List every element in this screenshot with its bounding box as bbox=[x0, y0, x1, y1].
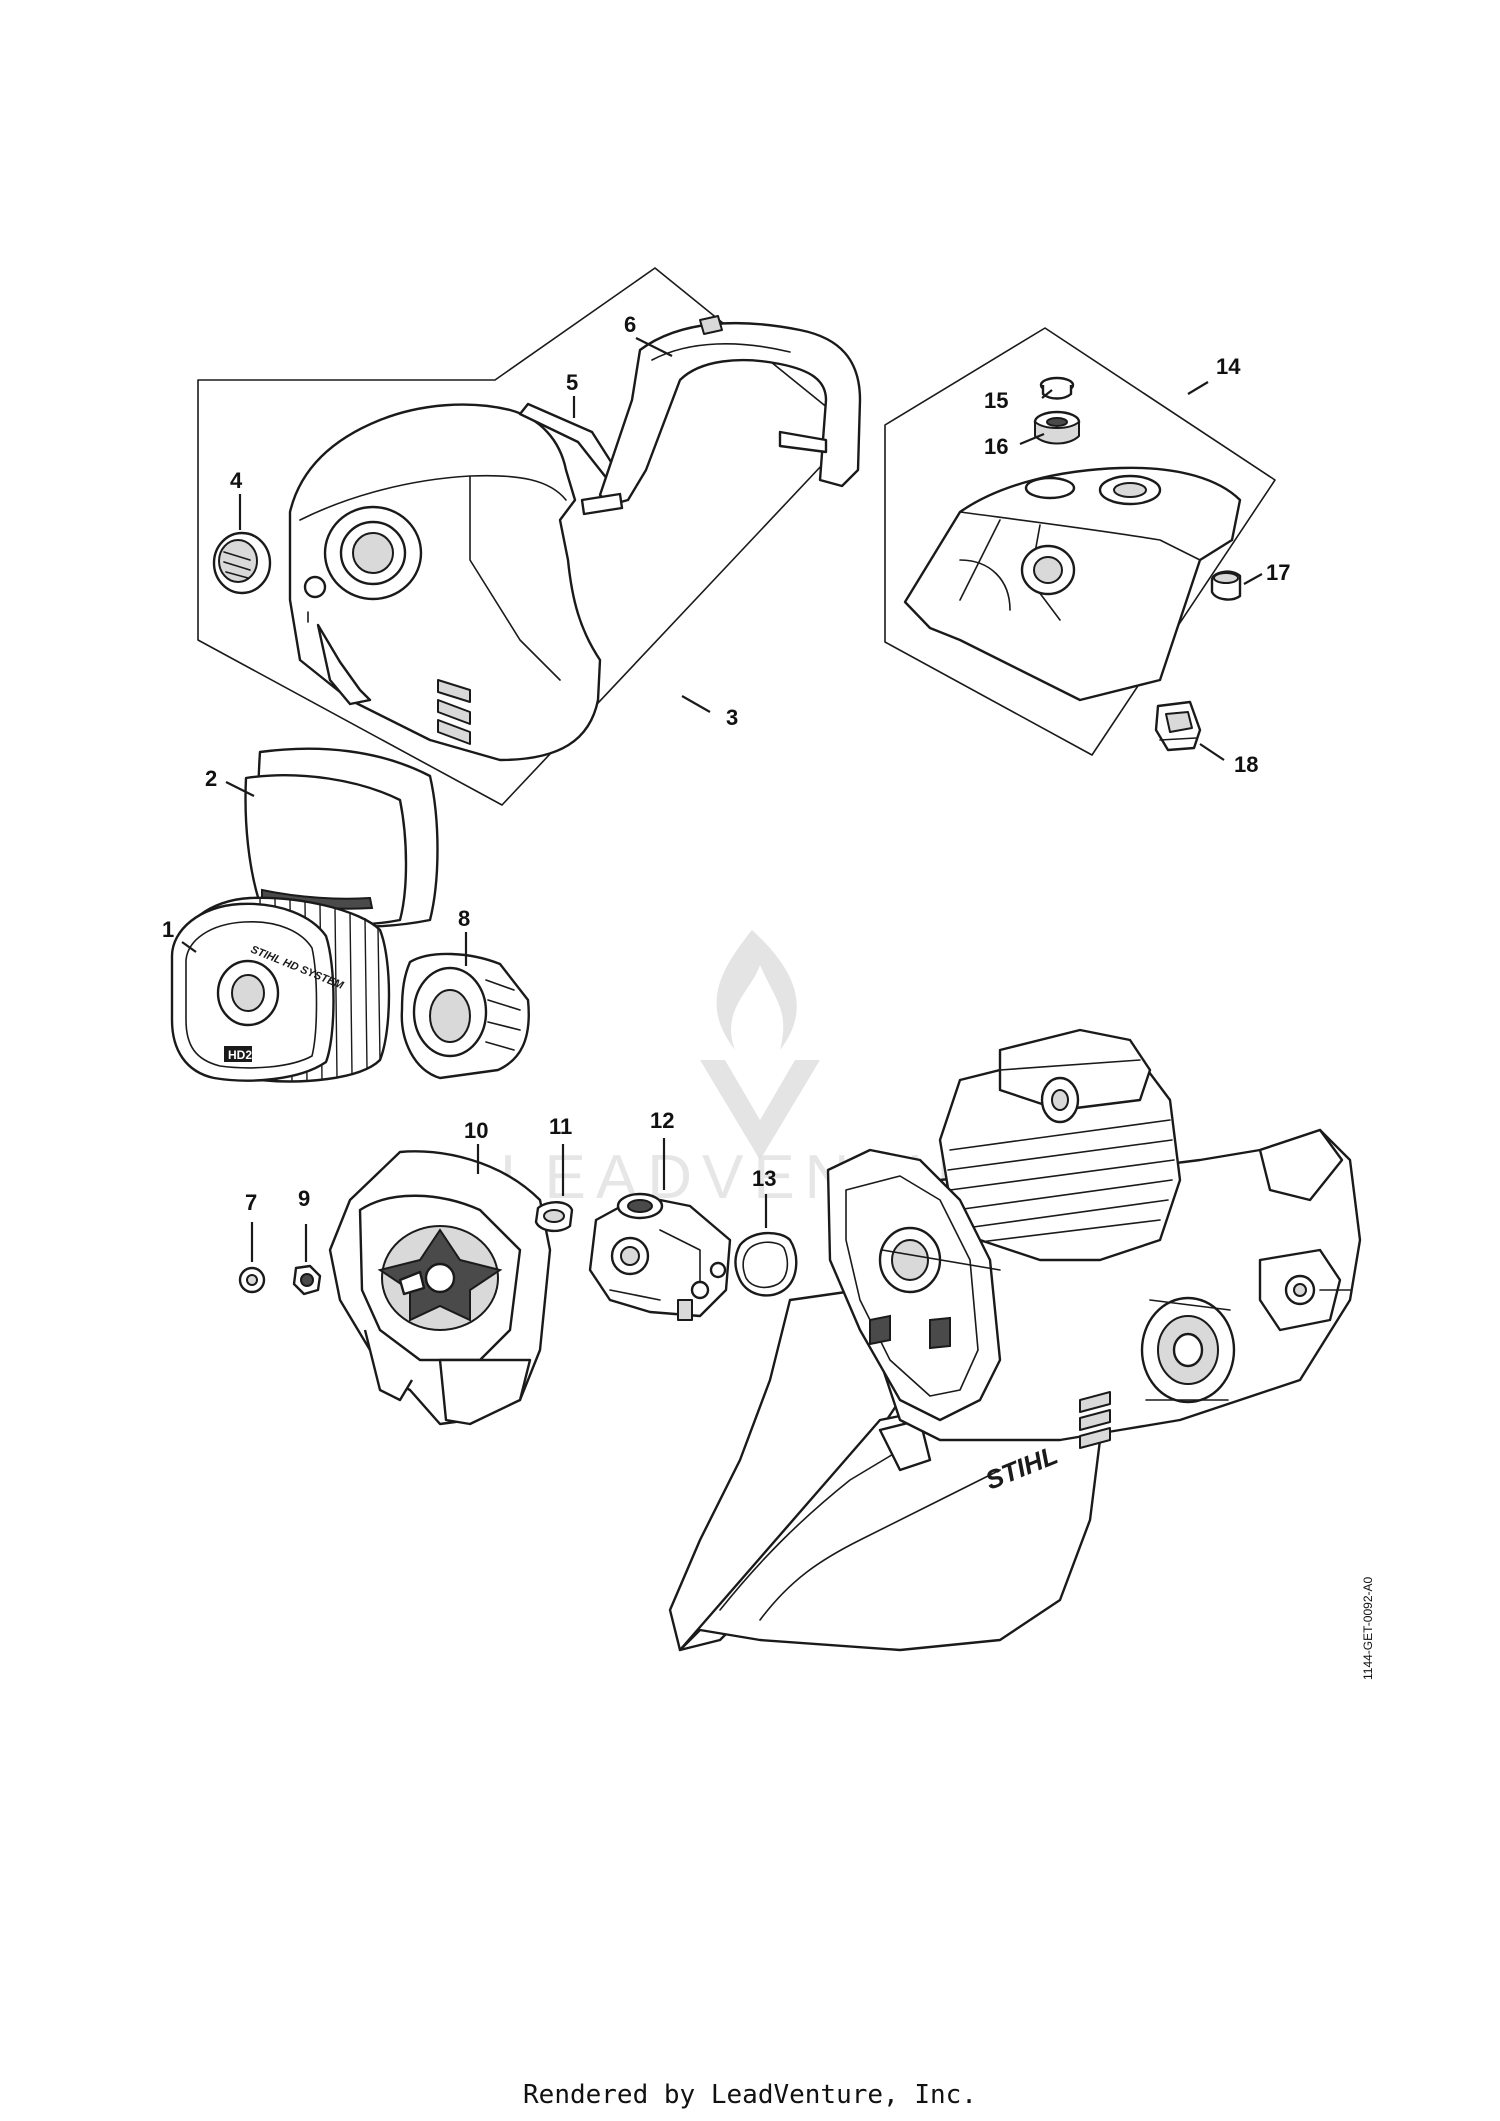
callout-14: 14 bbox=[1216, 354, 1241, 379]
callout-11: 11 bbox=[549, 1114, 572, 1139]
part-17-knob bbox=[1210, 570, 1242, 601]
callout-7: 7 bbox=[245, 1190, 257, 1215]
part-9-nut bbox=[292, 1264, 322, 1296]
callout-3: 3 bbox=[726, 705, 738, 730]
part-16-grommet bbox=[1033, 410, 1081, 445]
callout-13: 13 bbox=[752, 1166, 776, 1191]
callout-16: 16 bbox=[984, 434, 1008, 459]
part-15-plug bbox=[1039, 376, 1075, 400]
part-10-filter-base bbox=[328, 1150, 552, 1426]
footer-credit: Rendered by LeadVenture, Inc. bbox=[523, 2080, 977, 2110]
part-7-washer bbox=[238, 1266, 266, 1294]
part-8-holder bbox=[400, 952, 530, 1080]
callout-12: 12 bbox=[650, 1108, 674, 1133]
callout-10: 10 bbox=[464, 1118, 488, 1143]
callout-4: 4 bbox=[230, 468, 243, 493]
drawing-number: 1144-GET-0092-A0 bbox=[1361, 1577, 1375, 1680]
callout-labels: 1 2 3 4 5 6 7 8 9 10 11 12 13 14 15 16 1… bbox=[162, 312, 1290, 1215]
part-1-air-filter: STIHL HD SYSTEM HD2 bbox=[170, 896, 391, 1083]
leader-lines bbox=[181, 337, 1263, 1262]
part-12-carburetor bbox=[588, 1192, 732, 1321]
part-2-band bbox=[244, 747, 439, 928]
callout-18: 18 bbox=[1234, 752, 1258, 777]
cover-group-outline bbox=[884, 327, 1276, 756]
part-4-cap bbox=[212, 531, 272, 595]
part-18-clip bbox=[1154, 700, 1202, 752]
callout-17: 17 bbox=[1266, 560, 1290, 585]
callout-8: 8 bbox=[458, 906, 470, 931]
callout-6: 6 bbox=[624, 312, 636, 337]
part-6-handle bbox=[580, 315, 862, 516]
part-14-cover bbox=[903, 466, 1242, 702]
callout-5: 5 bbox=[566, 370, 578, 395]
chainsaw-body: STIHL bbox=[668, 1028, 1362, 1652]
filter-code-label: HD2 bbox=[228, 1048, 252, 1062]
callout-2: 2 bbox=[205, 766, 217, 791]
callout-9: 9 bbox=[298, 1186, 310, 1211]
part-11-gasket bbox=[534, 1201, 574, 1233]
callout-15: 15 bbox=[984, 388, 1008, 413]
part-13-gasket bbox=[734, 1231, 798, 1297]
part-3-shroud bbox=[288, 403, 602, 762]
callout-1: 1 bbox=[162, 917, 174, 942]
